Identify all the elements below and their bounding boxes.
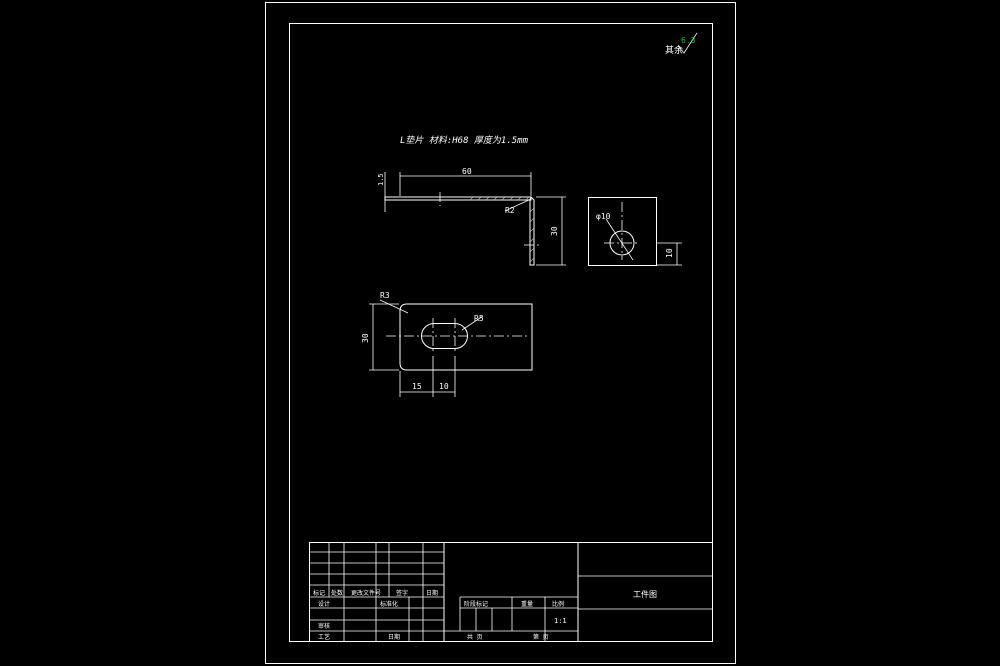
side-view: φ10 10: [588, 197, 682, 266]
slot-offset-text: 15: [412, 382, 422, 391]
slot-length-text: 10: [439, 382, 449, 391]
slot-radius-text: R5: [474, 314, 484, 323]
drawing-title: 工件图: [633, 589, 657, 599]
hole-height-text: 10: [665, 248, 674, 258]
hole-diameter-text: φ10: [596, 212, 611, 221]
tb-process-label: 工艺: [318, 633, 330, 641]
tb-weight-label: 重量: [521, 600, 533, 608]
slot-radius-leader: [461, 315, 484, 331]
tb-mark-label: 标记: [313, 589, 325, 597]
tb-sheets-label: 共 页: [467, 633, 483, 641]
tb-doc-label: 更改文件号: [351, 589, 381, 597]
side-plate: [588, 197, 657, 266]
dim-height-text: 30: [550, 226, 559, 236]
horizontal-leg: [384, 196, 532, 201]
title-block: 标记 处数 更改文件号 签字 日期 设计 标准化 阶段标记 重量 比例 1:1 …: [309, 542, 713, 642]
tb-review-label: 审核: [318, 622, 330, 630]
tb-stage-label: 阶段标记: [464, 600, 488, 608]
bend-radius-text: R2: [505, 206, 515, 215]
corner-radius-text: R3: [380, 291, 390, 300]
inner-frame: [289, 23, 713, 642]
part-note: L垫片 材料:H68 厚度为1.5mm: [400, 135, 529, 146]
dim-thickness-text: 1.5: [377, 173, 385, 186]
tb-count-label: 处数: [331, 589, 343, 597]
front-view: 60 1.5 R2 30: [377, 167, 566, 266]
roughness-value: 6.3: [681, 36, 696, 45]
tb-sign-label: 签字: [396, 589, 408, 597]
dim-length-text: 60: [462, 167, 472, 176]
tb-scale-value: 1:1: [554, 617, 567, 625]
hole-diameter-leader: [605, 218, 634, 261]
section-hatch: [469, 196, 535, 263]
tb-sheet-no-label: 第 页: [533, 633, 549, 641]
outer-frame: [265, 2, 736, 664]
roughness-check-icon: [677, 32, 698, 54]
tb-scale-label: 比例: [552, 600, 564, 608]
roughness-symbol: 其余 6.3: [665, 32, 698, 56]
tb-approve-label: 日期: [388, 633, 400, 641]
tb-date-label: 日期: [426, 589, 438, 597]
roughness-label: 其余: [665, 44, 683, 56]
flat-view: R3 30 R5 15 10: [361, 291, 533, 397]
bend-radius-leader: [504, 198, 532, 212]
tb-standard-label: 标准化: [380, 600, 398, 608]
tb-design-label: 设计: [318, 600, 330, 608]
flat-height-text: 30: [361, 333, 370, 343]
flat-blank-outline: [399, 303, 533, 371]
corner-radius-leader: [379, 299, 409, 314]
